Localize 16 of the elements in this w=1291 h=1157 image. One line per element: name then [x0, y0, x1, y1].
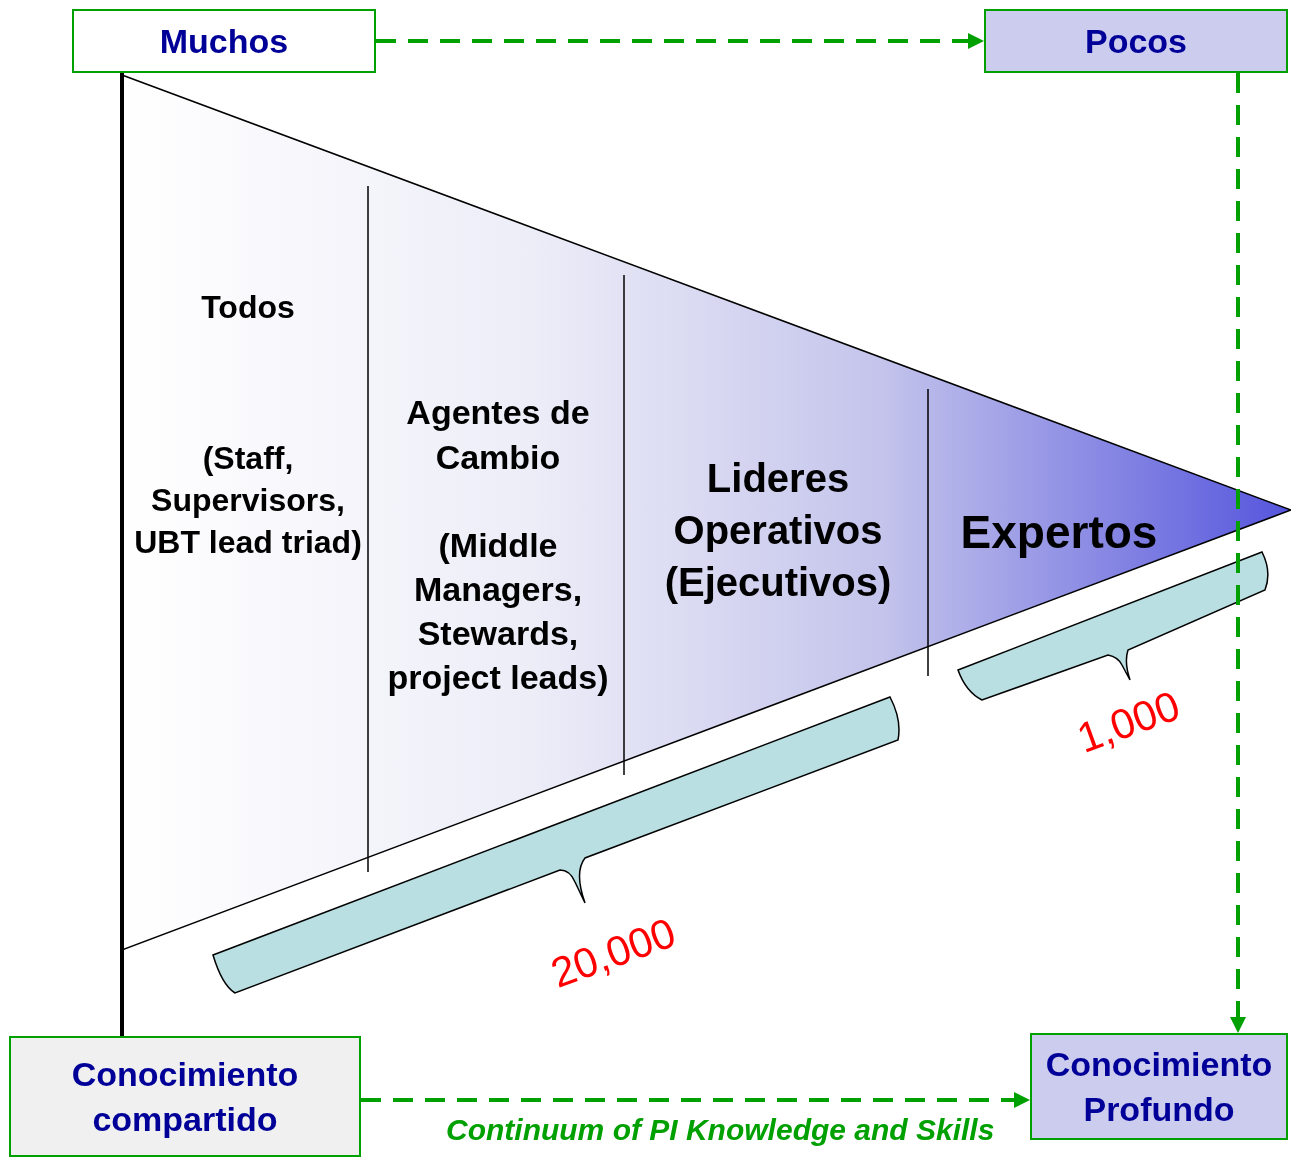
text-box: Muchos [72, 9, 376, 73]
text-box: Pocos [984, 9, 1288, 73]
arrow [1230, 73, 1246, 1033]
text-box: Conocimiento compartido [9, 1036, 361, 1157]
group-heading: Todos [201, 287, 295, 327]
count-label: 1,000 [1070, 681, 1186, 763]
text-box: Conocimiento Profundo [1030, 1033, 1288, 1140]
group-description: (Staff, Supervisors, UBT lead triad) [133, 439, 363, 562]
group-heading: Agentes de Cambio [405, 392, 591, 478]
group-description: (Middle Managers, Stewards, project leads) [386, 524, 610, 699]
count-label: 20,000 [544, 908, 682, 998]
arrow [361, 1092, 1030, 1108]
group-heading: Expertos [960, 505, 1158, 561]
group-heading: Lideres Operativos (Ejecutivos) [663, 455, 893, 606]
arrow [376, 33, 984, 49]
connector-line [120, 73, 124, 1036]
